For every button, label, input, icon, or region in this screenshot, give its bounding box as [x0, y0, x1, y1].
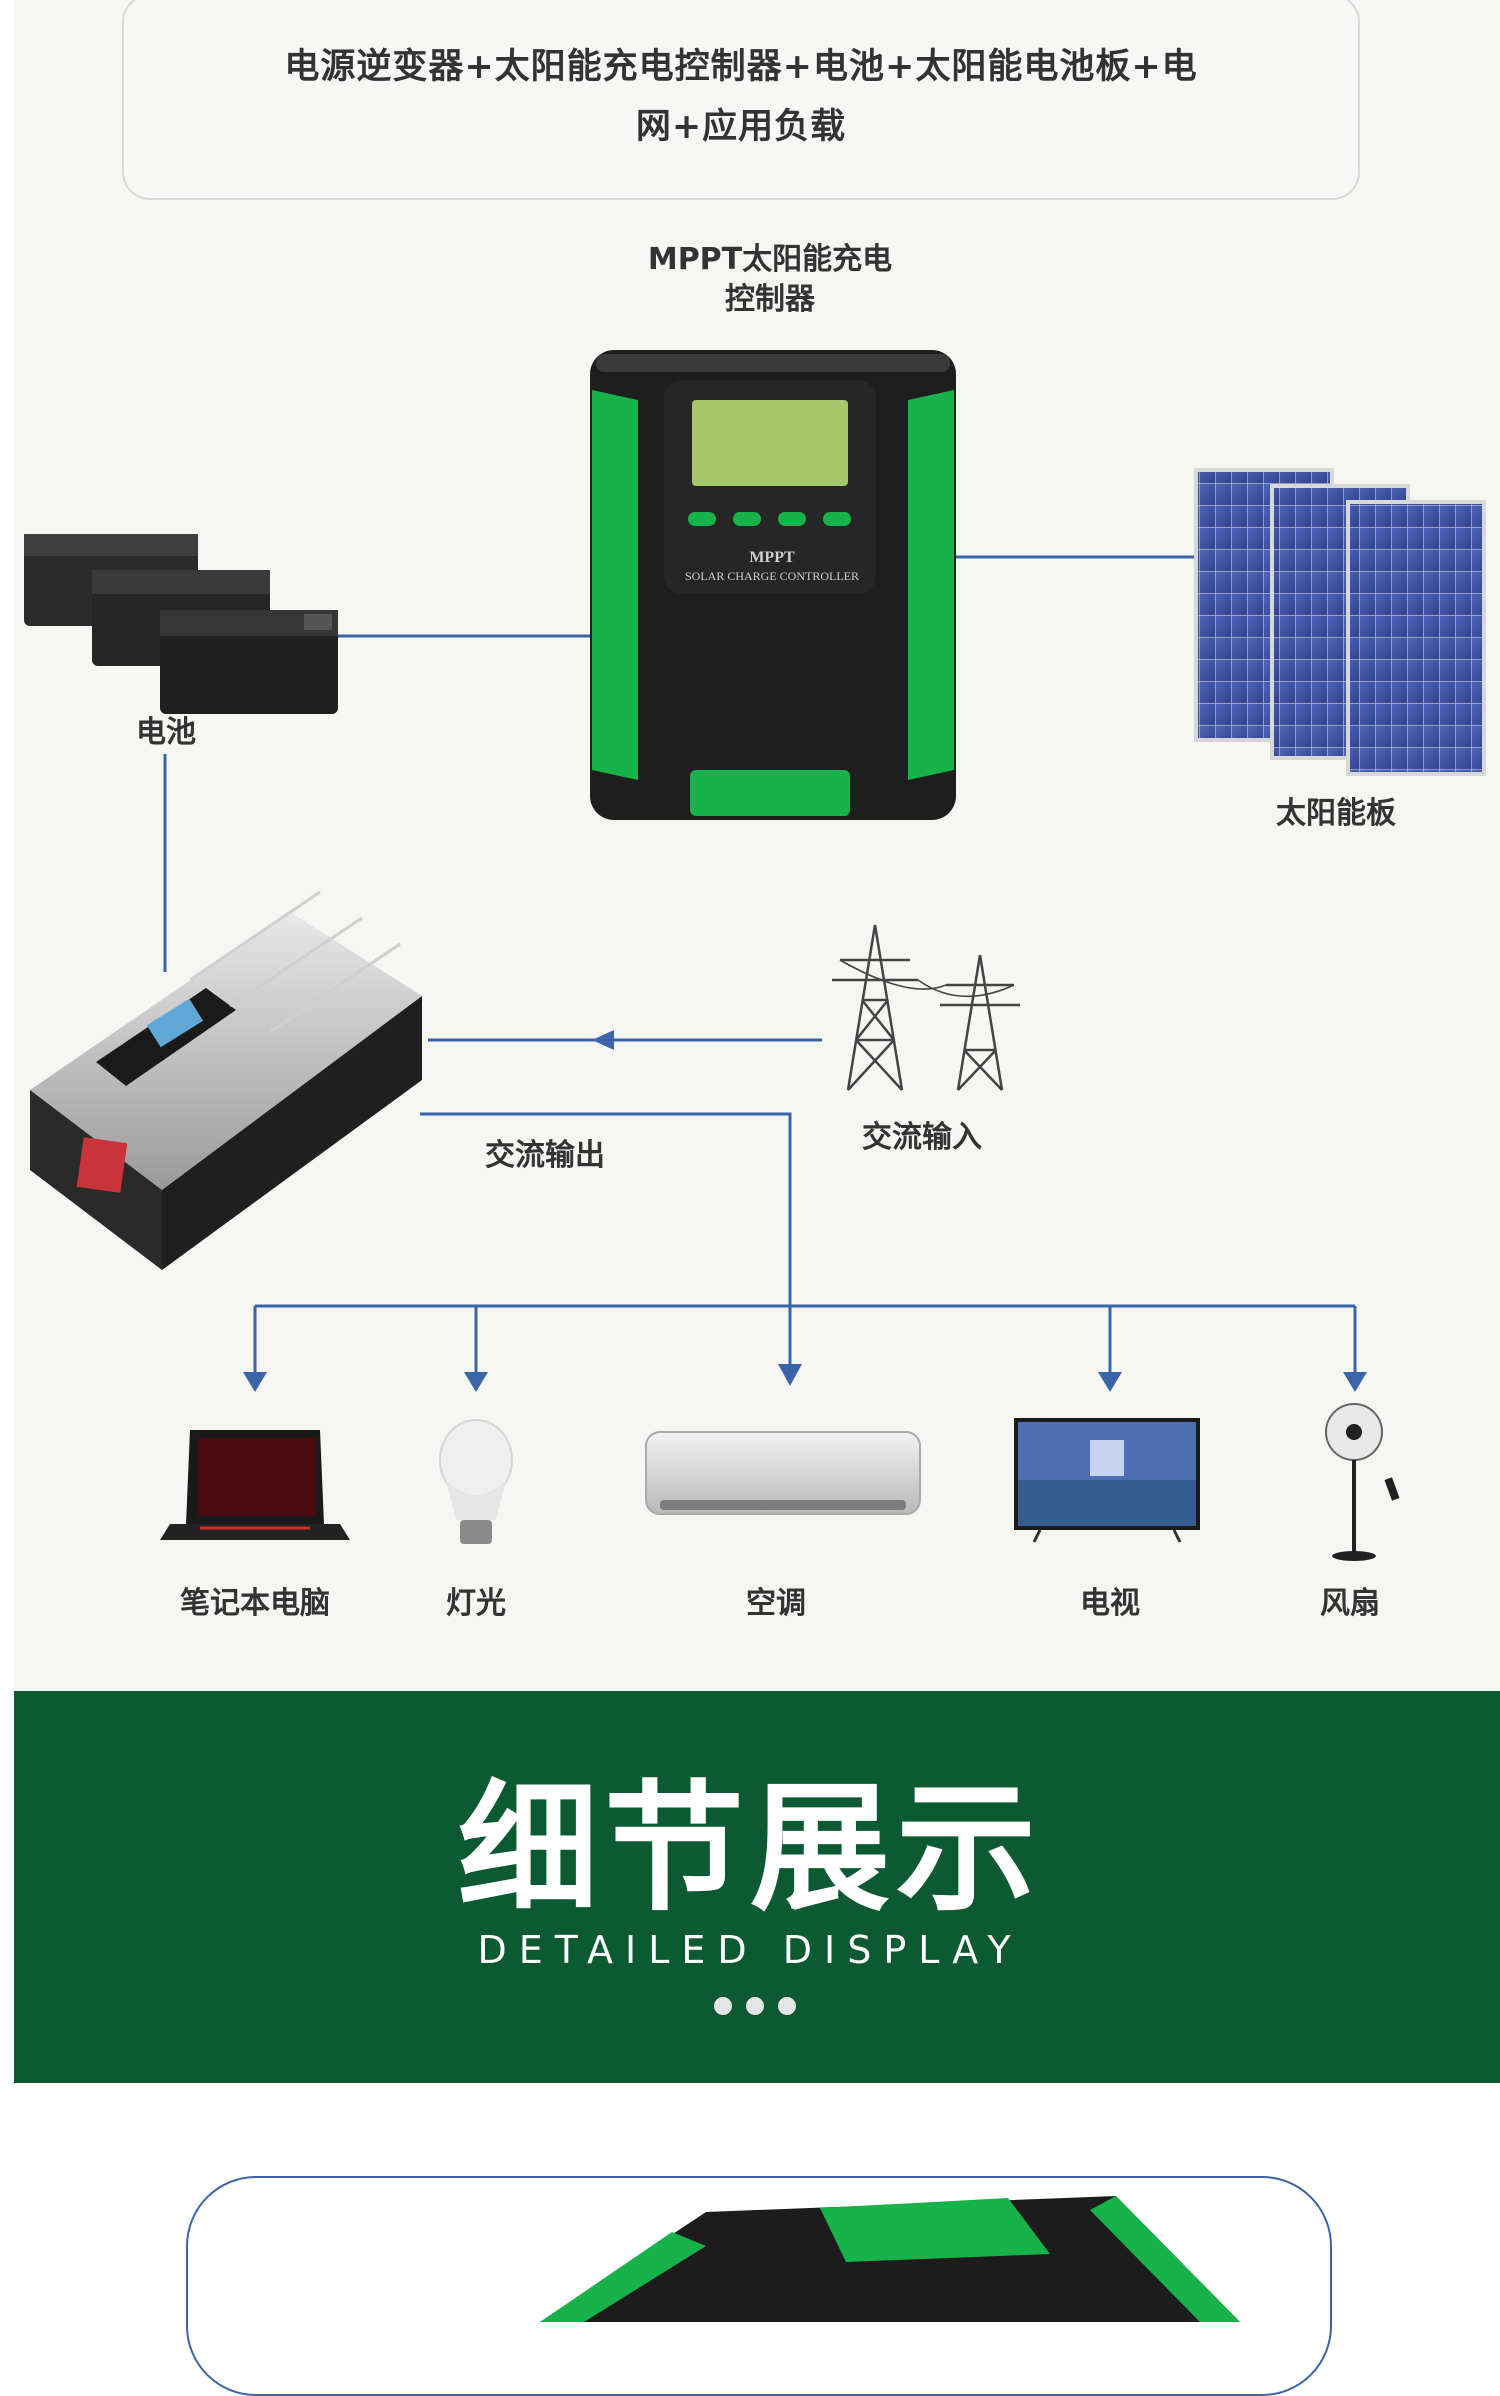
tv-label: 电视: [1080, 1586, 1140, 1621]
laptop-label: 笔记本电脑: [180, 1586, 330, 1621]
air-conditioner-label: 空调: [746, 1586, 806, 1621]
pagination-dot: [714, 1997, 732, 2015]
fan-label: 风扇: [1320, 1586, 1380, 1621]
product-detail-image: [540, 2196, 1240, 2322]
arrow-laptop: [243, 1372, 267, 1392]
laptop-image: [160, 1430, 350, 1540]
arrow-tv: [1098, 1372, 1122, 1392]
tv-image: [1014, 1418, 1200, 1543]
system-summary-line-2: 网+应用负载: [635, 107, 847, 147]
inverter-output-line: [420, 1112, 792, 1370]
ac-output-label: 交流输出: [485, 1138, 605, 1173]
arrow-fan: [1343, 1372, 1367, 1392]
detail-display-band: [14, 1691, 1500, 2083]
pagination-dot: [778, 1997, 796, 2015]
detail-display-title: 细节展示: [457, 1768, 1042, 1931]
battery-label: 电池: [136, 715, 196, 750]
fan-image: [1325, 1403, 1400, 1561]
air-conditioner-image: [645, 1431, 921, 1515]
arrow-ac: [778, 1364, 802, 1386]
grid-arrowhead: [592, 1030, 614, 1050]
pagination-dot: [746, 1997, 764, 2015]
arrow-light: [464, 1372, 488, 1392]
solar-panel-label: 太阳能板: [1276, 796, 1396, 831]
arrowheads: [243, 1030, 1367, 1392]
charge-controller-image: MPPT SOLAR CHARGE CONTROLLER: [590, 350, 956, 820]
connector-lines: [163, 555, 1357, 1380]
system-summary-text: 电源逆变器+太阳能充电控制器+电池+太阳能电池板+电 网+应用负载: [284, 37, 1197, 157]
battery-image: [24, 534, 338, 714]
light-bulb-image: [439, 1419, 513, 1544]
solar-panel-image: [1194, 468, 1486, 776]
system-diagram: MPPT SOLAR CHARGE CONTROLLER: [14, 0, 1500, 1691]
controller-title-line-1: MPPT太阳能充电: [647, 242, 893, 277]
lcd-screen: [692, 400, 848, 486]
light-label: 灯光: [446, 1586, 506, 1621]
ac-input-label: 交流输入: [862, 1120, 982, 1155]
controller-product-text: SOLAR CHARGE CONTROLLER: [685, 569, 859, 583]
system-summary-line-1: 电源逆变器+太阳能充电控制器+电池+太阳能电池板+电: [284, 47, 1198, 87]
controller-title-line-2: 控制器: [725, 282, 815, 317]
controller-title: MPPT太阳能充电 控制器: [560, 240, 980, 320]
detail-display-subtitle: DETAILED DISPLAY: [477, 1928, 1023, 1972]
controller-brand: MPPT: [749, 549, 795, 566]
inverter-image: [30, 890, 422, 1270]
diagram-background: [14, 0, 1500, 1691]
transmission-tower-image: [832, 924, 1020, 1091]
system-summary-box: 电源逆变器+太阳能充电控制器+电池+太阳能电池板+电 网+应用负载: [122, 0, 1360, 200]
